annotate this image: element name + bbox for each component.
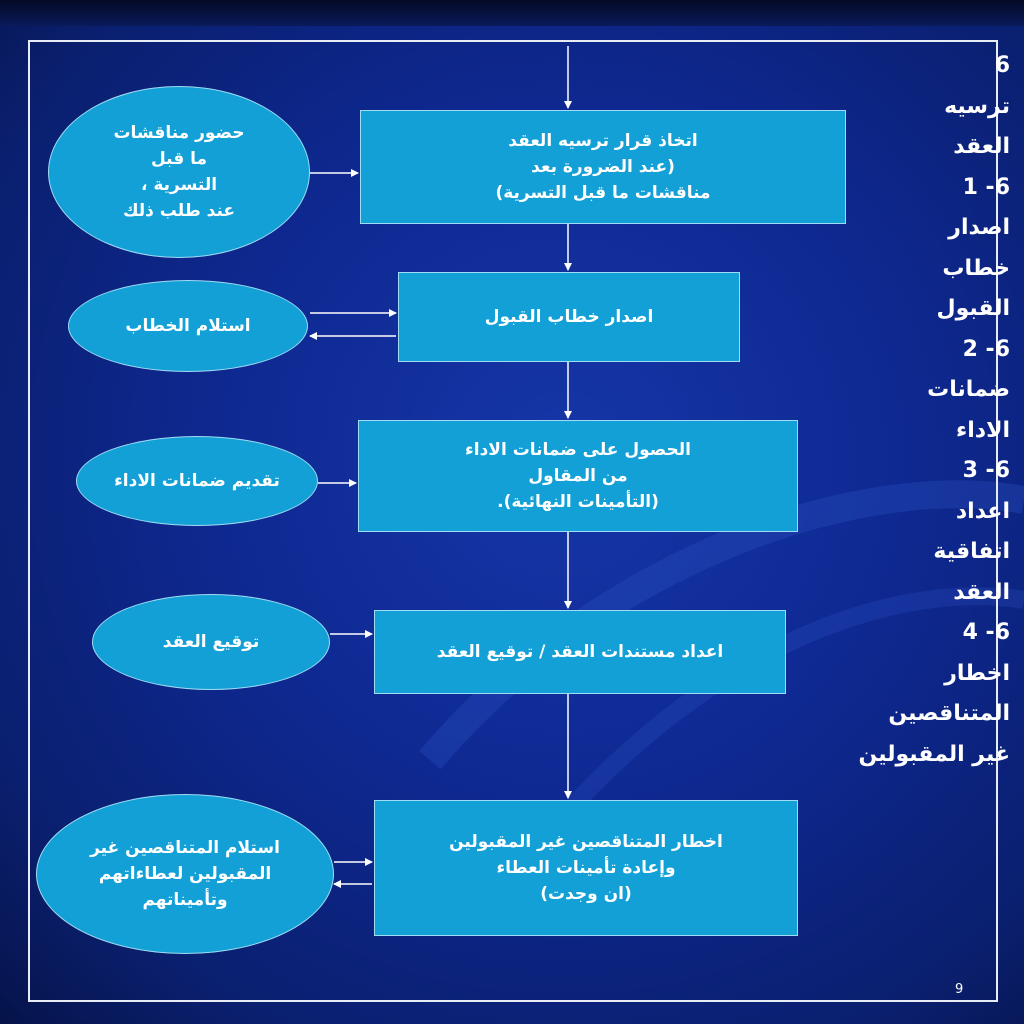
box-line: من المقاول bbox=[528, 466, 628, 486]
ellipse-pre-award-discussions: حضور مناقشات ما قبل التسرية ، عند طلب ذل… bbox=[48, 86, 310, 258]
outline-item: 6- 4 bbox=[962, 620, 1010, 645]
ellipse-line: التسرية ، bbox=[140, 175, 218, 195]
outline-item: العقد bbox=[953, 579, 1010, 605]
ellipse-line: تقديم ضمانات الاداء bbox=[114, 471, 280, 491]
box-line: (عند الضرورة بعد bbox=[531, 157, 675, 177]
outline-item: القبول bbox=[936, 296, 1011, 321]
ellipse-line: استلام الخطاب bbox=[125, 316, 251, 336]
box-issue-acceptance-letter: اصدار خطاب القبول bbox=[398, 272, 740, 362]
ellipse-receive-letter: استلام الخطاب bbox=[68, 280, 308, 372]
box-line: وإعادة تأمينات العطاء bbox=[496, 858, 676, 878]
outline-item: 6- 2 bbox=[962, 336, 1010, 362]
outline-item: خطاب bbox=[942, 255, 1010, 281]
box-line: اصدار خطاب القبول bbox=[484, 307, 654, 327]
ellipse-line: حضور مناقشات bbox=[113, 123, 245, 143]
outline-item: اخطار bbox=[944, 660, 1010, 686]
ellipse-submit-guarantees: تقديم ضمانات الاداء bbox=[76, 436, 318, 526]
outline-item: غير المقبولين bbox=[858, 741, 1010, 767]
outline-item: اصدار bbox=[948, 215, 1010, 240]
ellipse-line: توقيع العقد bbox=[162, 632, 260, 652]
outline-item: العقد bbox=[953, 134, 1010, 159]
ellipse-line: المقبولين لعطاءاتهم bbox=[98, 864, 272, 884]
ellipse-line: وتأميناتهم bbox=[142, 890, 228, 910]
outline-item: 6- 1 bbox=[962, 174, 1010, 200]
outline-item: اعداد bbox=[955, 498, 1010, 524]
box-line: اخطار المتناقصين غير المقبولين bbox=[449, 832, 723, 852]
page-number: 9 bbox=[955, 982, 964, 997]
section-outline: 6 ترسيه العقد 6- 1 اصدار خطاب القبول 6- … bbox=[840, 46, 1010, 775]
outline-item: ترسيه bbox=[944, 93, 1010, 119]
outline-item: 6 bbox=[994, 53, 1010, 78]
box-line: (ان وجدت) bbox=[540, 884, 632, 904]
top-band bbox=[0, 0, 1024, 26]
ellipse-sign-contract: توقيع العقد bbox=[92, 594, 330, 690]
box-performance-guarantees: الحصول على ضمانات الاداء من المقاول (الت… bbox=[358, 420, 798, 532]
box-line: اتخاذ قرار ترسيه العقد bbox=[508, 131, 698, 151]
ellipse-line: ما قبل bbox=[150, 149, 208, 169]
outline-item: المتناقصين bbox=[888, 701, 1010, 726]
outline-item: 6- 3 bbox=[962, 458, 1010, 483]
ellipse-bidders-receive-bids: استلام المتناقصين غير المقبولين لعطاءاته… bbox=[36, 794, 334, 954]
box-line: مناقشات ما قبل التسرية) bbox=[495, 183, 711, 203]
outline-item: الاداء bbox=[955, 417, 1010, 443]
box-line: (التأمينات النهائية). bbox=[497, 492, 659, 512]
box-notify-unsuccessful-bidders: اخطار المتناقصين غير المقبولين وإعادة تأ… bbox=[374, 800, 798, 936]
diagram-frame bbox=[28, 40, 998, 1002]
box-line: اعداد مستندات العقد / توقيع العقد bbox=[436, 642, 724, 662]
outline-item: ضمانات bbox=[927, 377, 1010, 402]
box-line: الحصول على ضمانات الاداء bbox=[465, 440, 691, 460]
ellipse-line: عند طلب ذلك bbox=[122, 201, 236, 221]
box-contract-documents: اعداد مستندات العقد / توقيع العقد bbox=[374, 610, 786, 694]
box-contract-award-decision: اتخاذ قرار ترسيه العقد (عند الضرورة بعد … bbox=[360, 110, 846, 224]
outline-item: اتفاقية bbox=[933, 539, 1010, 564]
ellipse-line: استلام المتناقصين غير bbox=[90, 838, 280, 858]
